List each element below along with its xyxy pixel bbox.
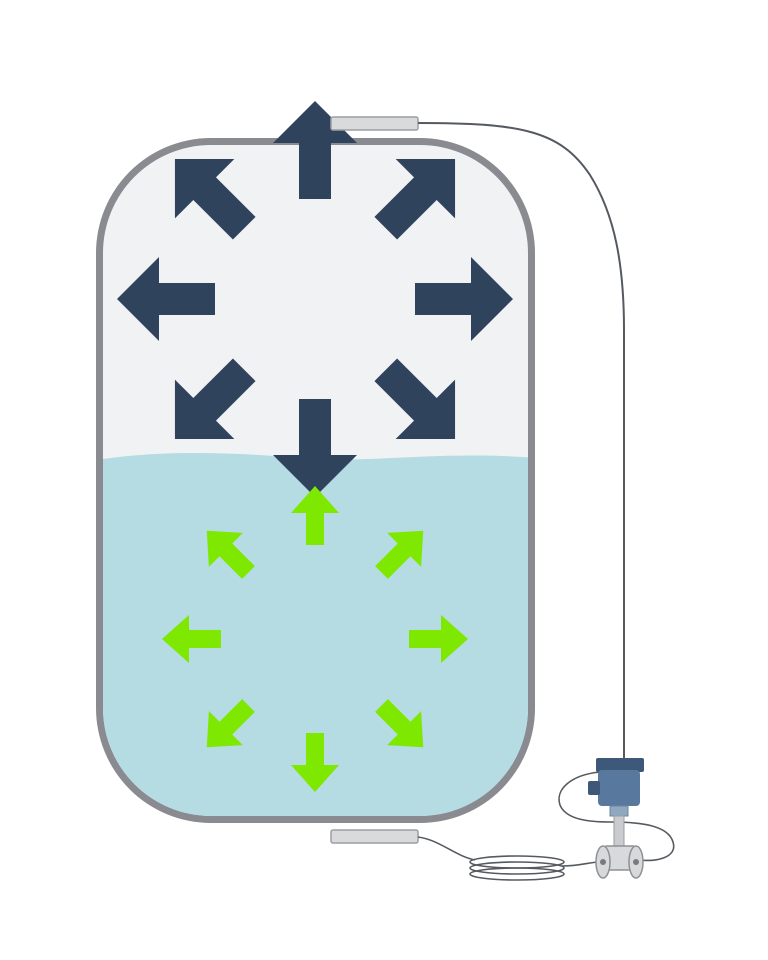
top-capillary-line-icon [417, 122, 625, 760]
liquid-body [103, 453, 528, 816]
top-diaphragm-seal-icon [330, 116, 419, 131]
bottom-capillary-line-icon [417, 836, 601, 881]
transmitter-capillary-loop [558, 771, 675, 862]
pressure-transmitter-icon [588, 758, 644, 879]
bottom-diaphragm-seal-icon [330, 829, 419, 844]
